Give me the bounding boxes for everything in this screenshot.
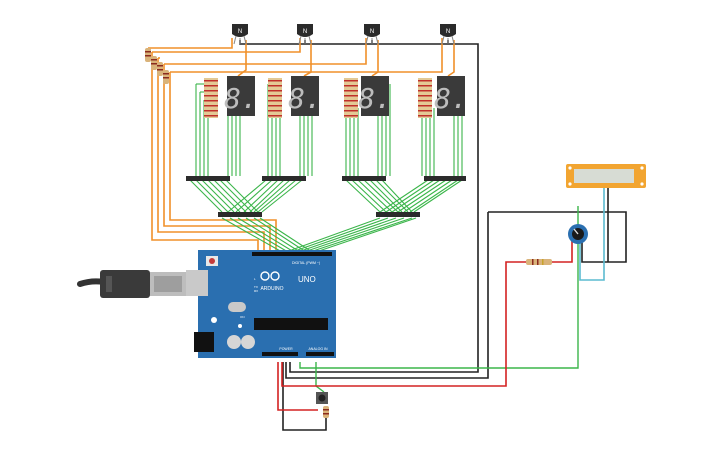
wire-orange-1[interactable] xyxy=(151,52,259,252)
power-label: POWER xyxy=(279,347,293,351)
wire-black-lcd[interactable] xyxy=(488,211,627,263)
display-2[interactable]: 8. xyxy=(288,76,322,116)
arduino-logo xyxy=(260,271,280,281)
usb-cable[interactable] xyxy=(77,270,186,298)
lcd-module[interactable] xyxy=(566,164,646,188)
wire-green-button[interactable] xyxy=(315,362,325,393)
wire-orange-t1a[interactable] xyxy=(148,38,233,49)
resistor-bank-4[interactable] xyxy=(418,78,432,118)
transistor-4-label: N xyxy=(446,29,450,35)
wire-orange-4[interactable] xyxy=(169,72,277,252)
digital-label: DIGITAL (PWM ~) xyxy=(292,261,320,265)
seven-segment-displays: 8. 8. 8. 8. xyxy=(224,76,468,116)
resistor-bank-1[interactable] xyxy=(204,78,218,118)
wire-orange-t4b[interactable] xyxy=(447,40,455,77)
analog-label: ANALOG IN xyxy=(308,347,328,351)
potentiometer[interactable] xyxy=(568,224,588,244)
led-on-label: ON xyxy=(240,315,245,319)
transistors: N N N N xyxy=(232,24,456,45)
header-upper-1[interactable] xyxy=(186,176,230,181)
arduino-uno[interactable]: ARDUINO UNO DIGITAL (PWM ~) POWER ANALOG… xyxy=(186,250,336,358)
transistor-2-label: N xyxy=(303,29,307,35)
wire-orange-t1b[interactable] xyxy=(237,40,247,77)
segment-resistor-banks xyxy=(204,78,432,118)
cyan-wires xyxy=(579,188,605,281)
header-lower-1[interactable] xyxy=(218,212,262,217)
transistor-4[interactable]: N xyxy=(440,24,456,45)
transistor-1[interactable]: N xyxy=(232,24,248,45)
wire-orange-t3a[interactable] xyxy=(164,38,367,65)
led-rx-label: RX xyxy=(254,289,258,293)
pin-headers xyxy=(186,176,466,217)
display-4-digit: 8. xyxy=(434,82,468,115)
wire-black-pot[interactable] xyxy=(581,234,598,263)
wire-orange-t2b[interactable] xyxy=(303,40,312,77)
wire-orange-t3b[interactable] xyxy=(371,40,379,77)
display-1[interactable]: 8. xyxy=(224,76,258,116)
wire-green-analog[interactable] xyxy=(299,206,579,369)
wire-black-button[interactable] xyxy=(282,362,327,431)
header-lower-2[interactable] xyxy=(376,212,420,217)
wire-red-button[interactable] xyxy=(277,362,318,411)
pot-resistor[interactable] xyxy=(526,259,552,265)
transistor-2[interactable]: N xyxy=(297,24,313,45)
bias-resistors xyxy=(145,48,169,84)
orange-wires xyxy=(148,38,455,252)
header-upper-4[interactable] xyxy=(424,176,466,181)
arduino-logo-text: ARDUINO xyxy=(260,286,283,292)
analog-header xyxy=(306,352,334,356)
led-l-label: L xyxy=(254,277,256,281)
display-1-digit: 8. xyxy=(224,82,258,115)
arduino-model: UNO xyxy=(298,275,316,284)
transistor-3[interactable]: N xyxy=(364,24,380,45)
pull-down-resistor[interactable] xyxy=(323,406,329,418)
wire-orange-3[interactable] xyxy=(163,64,271,252)
transistor-3-label: N xyxy=(370,29,374,35)
wire-red-pot-b[interactable] xyxy=(552,240,573,263)
push-button[interactable] xyxy=(316,392,328,404)
resistor-bank-2[interactable] xyxy=(268,78,282,118)
resistor-bank-3[interactable] xyxy=(344,78,358,118)
digital-header xyxy=(252,252,332,256)
wire-red-pot[interactable] xyxy=(281,261,526,387)
display-3-digit: 8. xyxy=(358,82,392,115)
wire-cyan-lcd[interactable] xyxy=(579,188,605,281)
led-tx-label: TX xyxy=(254,285,258,289)
red-wires xyxy=(277,240,573,411)
green-wires xyxy=(189,83,579,393)
display-4[interactable]: 8. xyxy=(434,76,468,116)
header-upper-3[interactable] xyxy=(342,176,386,181)
wire-black-pot-gnd[interactable] xyxy=(285,212,489,379)
display-3[interactable]: 8. xyxy=(358,76,392,116)
display-2-digit: 8. xyxy=(288,82,322,115)
power-header xyxy=(262,352,298,356)
wire-orange-t4a[interactable] xyxy=(170,38,443,73)
wire-orange-t2a[interactable] xyxy=(152,38,301,53)
atmega-chip xyxy=(254,318,328,330)
transistor-1-label: N xyxy=(238,29,242,35)
header-upper-2[interactable] xyxy=(262,176,306,181)
